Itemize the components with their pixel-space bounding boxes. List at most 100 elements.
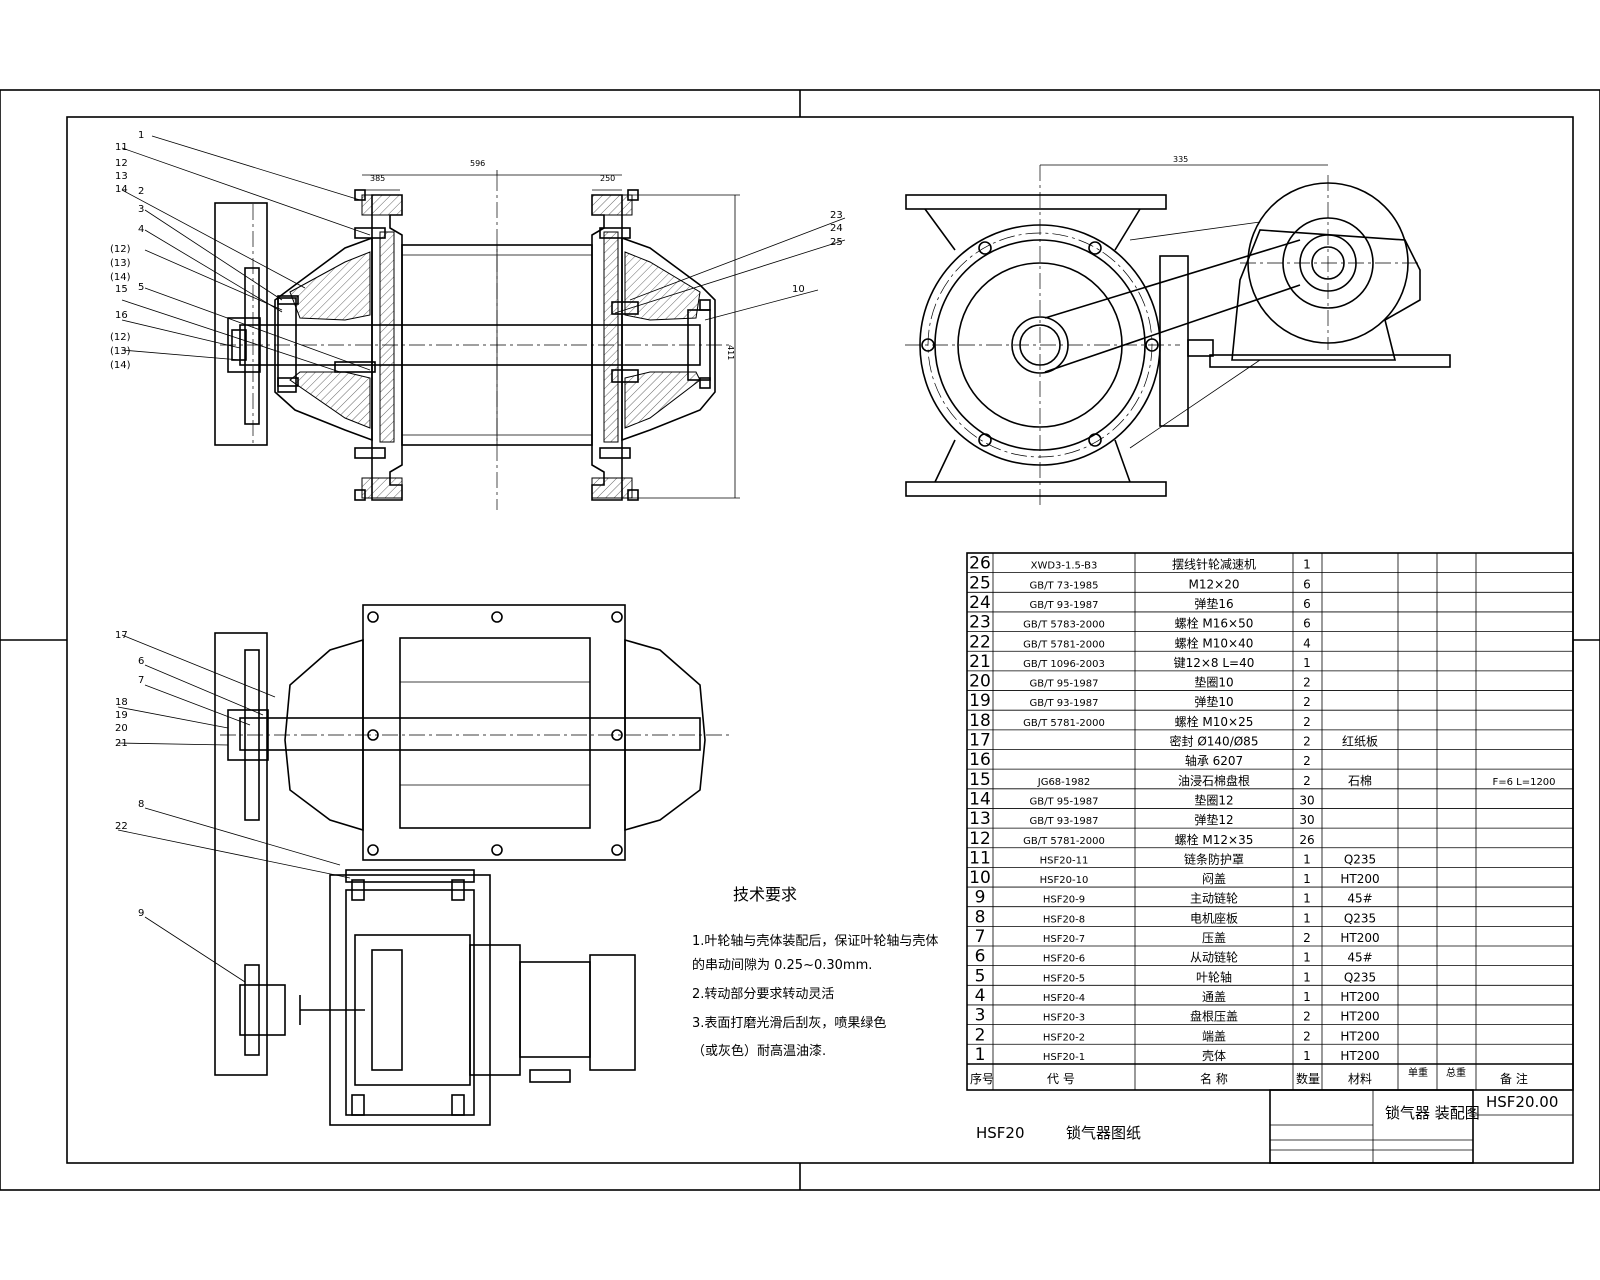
bom-cell: 11 [969,848,991,868]
bom-cell: GB/T 93-1987 [1029,816,1098,827]
bom-cell: M12×20 [1189,577,1240,591]
bom-cell: 15 [969,770,991,790]
bom-cell: 红纸板 [1342,734,1378,749]
bom-cell: 1 [1303,990,1311,1004]
bom-cell: 18 [969,711,991,731]
bom-cell: 1 [1303,872,1311,886]
bom-cell: HT200 [1340,931,1379,945]
bom-cell: 油浸石棉盘根 [1178,773,1250,788]
drawing-number: HSF20.00 [1486,1093,1558,1111]
bom-cell: 14 [969,789,991,809]
balloon-25: 25 [830,237,843,248]
balloon-20: 20 [115,723,128,734]
bom-cell: 2 [1303,715,1311,729]
bom-cell: 10 [969,868,991,888]
bom-cell: HSF20-1 [1043,1052,1085,1063]
balloon-12b: (12) [110,244,131,255]
balloon-13c: (13) [110,346,131,357]
bom-cell: HT200 [1340,990,1379,1004]
side-view [905,164,1451,505]
header-qty: 数量 [1296,1071,1320,1086]
bom-cell: 弹垫12 [1194,812,1233,827]
bom-cell: 端盖 [1202,1029,1226,1043]
bom-cell: 螺栓 M16×50 [1175,616,1254,631]
bom-cell: Q235 [1344,970,1376,984]
dim-overall-length: 596 [470,159,485,168]
bom-row: 17 密封 Ø140/Ø85 2 红纸板 [969,731,1378,751]
bom-cell: F=6 L=1200 [1492,777,1555,788]
bom-cell: 键12×8 L=40 [1174,656,1255,670]
plan-balloons: 17 6 7 18 19 20 21 8 22 9 [115,630,144,919]
bom-cell: 弹垫16 [1194,596,1233,611]
bom-cell: HSF20-4 [1043,993,1085,1004]
bom-cell: 2 [1303,774,1311,788]
balloon-19: 19 [115,710,128,721]
bom-cell: 轴承 6207 [1185,753,1243,768]
bom-cell: 26 [1299,833,1314,847]
bom-cell: 17 [969,731,991,751]
bom-cell: 2 [1303,1010,1311,1024]
bom-cell: 螺栓 M10×25 [1175,714,1254,729]
bom-cell: 2 [1303,695,1311,709]
bom-cell: GB/T 93-1987 [1029,698,1098,709]
bom-cell: HSF20-3 [1043,1013,1085,1024]
product-title: 锁气器 装配图 [1385,1104,1480,1122]
bom-cell: 垫圈10 [1194,675,1233,690]
bom-cell: 4 [1303,636,1311,650]
bom-cell: 25 [969,573,991,593]
bom-cell: HT200 [1340,1010,1379,1024]
bom-cell: XWD3-1.5-B3 [1031,561,1098,572]
bom-cell: 链条防护罩 [1184,851,1244,866]
dim-height: 411 [726,345,735,360]
balloon-13: 13 [115,171,128,182]
bom-cell: HT200 [1340,1029,1379,1043]
bom-cell: 30 [1299,813,1314,827]
bom-cell: 16 [969,750,991,770]
bom-cell: 2 [975,1025,986,1045]
bom-cell: Q235 [1344,911,1376,925]
bom-cell: 1 [975,1045,986,1065]
bom-cell: 2 [1303,735,1311,749]
bom-cell: 密封 Ø140/Ø85 [1170,734,1259,749]
bom-cell: 从动链轮 [1190,950,1238,965]
bom-cell: HSF20-9 [1043,895,1085,906]
balloon-18: 18 [115,697,128,708]
bom-cell: HSF20-7 [1043,934,1085,945]
plan-leader-lines [117,634,351,983]
bom-cell: 闷盖 [1202,871,1226,886]
balloon-15: 15 [115,284,128,295]
front-leader-lines [121,135,846,373]
bom-cell: HT200 [1340,872,1379,886]
tech-line-4: 3.表面打磨光滑后刮灰，喷果绿色 [692,1015,886,1031]
balloon-7: 7 [138,675,144,686]
bom-cell: 压盖 [1202,931,1226,945]
bom-cell: 12 [969,829,991,849]
bom-cell: 叶轮轴 [1196,969,1232,984]
bom-cell: 13 [969,809,991,829]
front-section-view [214,170,740,510]
bom-cell: 19 [969,691,991,711]
bom-cell: GB/T 93-1987 [1029,600,1098,611]
bom-header: 序号 代 号 名 称 数量 材料 单重 总重 备 注 [970,1066,1528,1086]
balloon-14b: (14) [110,272,131,283]
bom-cell: 石棉 [1348,774,1372,788]
model-number: HSF20 [976,1124,1025,1142]
header-code: 代 号 [1047,1072,1075,1086]
balloon-14c: (14) [110,360,131,371]
bom-cell: 22 [969,632,991,652]
bom-cell: 盘根压盖 [1190,1009,1238,1024]
balloon-11: 11 [115,142,128,153]
bom-cell: 垫圈12 [1194,792,1233,807]
header-unit-weight: 单重 [1408,1066,1428,1079]
balloon-12: 12 [115,158,128,169]
